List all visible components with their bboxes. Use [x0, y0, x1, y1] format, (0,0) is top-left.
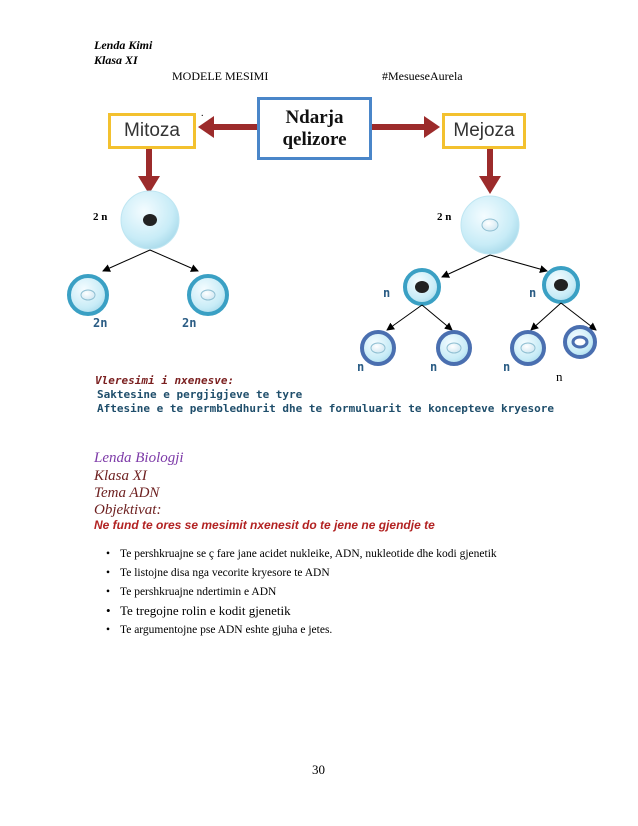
mitosis-child-label: 2n [93, 316, 108, 330]
mitoza-box: Mitoza [108, 113, 196, 149]
center-line-2: qelizore [282, 128, 347, 150]
cell-division-diagram [67, 116, 597, 366]
mitosis-child-label: 2n [182, 316, 197, 330]
mitosis-line-left [102, 249, 151, 272]
meiosis-child-label: n [529, 286, 537, 300]
meiosis-line [530, 302, 562, 331]
objectives-intro: Ne fund te ores se mesimit nxenesit do t… [94, 518, 435, 532]
header-grade: Klasa XI [94, 53, 138, 67]
bio-grade: Klasa XI [94, 468, 147, 484]
list-item: Te tregojne rolin e kodit gjenetik [100, 603, 540, 619]
list-item: Te pershkruajne se ç fare jane acidet nu… [100, 546, 540, 562]
arrow-to-mejoza [372, 116, 440, 138]
list-item: Te pershkruajne ndertimin e ADN [100, 584, 540, 600]
list-item: Te argumentojne pse ADN eshte gjuha e je… [100, 622, 540, 638]
bio-subject: Lenda Biologji [94, 450, 184, 466]
evaluation-item: Aftesine e te permbledhurit dhe te formu… [97, 402, 554, 415]
objectives-title: Objektivat: [94, 502, 162, 518]
meiosis-line-right [489, 254, 548, 273]
meiosis-grandchild-cell [563, 325, 597, 359]
cell-division-box: Ndarja qelizore [257, 97, 372, 160]
list-item: Te listojne disa nga vecorite kryesore t… [100, 565, 540, 581]
mitosis-child-cell [187, 274, 229, 316]
evaluation-title: Vleresimi i nxenesve: [95, 374, 235, 387]
arrow-down-mitoza [138, 148, 160, 194]
meiosis-child-label: n [383, 286, 391, 300]
stray-dot: . [201, 108, 204, 119]
meiosis-grandchild-cell [360, 330, 396, 366]
meiosis-grandchild-label: n [503, 360, 511, 374]
mitosis-parent-cell [120, 190, 180, 250]
meiosis-line-left [441, 254, 491, 278]
center-line-1: Ndarja [285, 106, 344, 128]
meiosis-parent-cell [460, 195, 520, 255]
meiosis-grandchild-label: n [430, 360, 438, 374]
meiosis-child-cell [542, 266, 580, 304]
meiosis-grandchild-label: n [556, 369, 563, 384]
header-subject: Lenda Kimi [94, 38, 153, 52]
mejoza-label: Mejoza [453, 120, 515, 141]
meiosis-line [421, 304, 453, 331]
objectives-list: Te pershkruajne se ç fare jane acidet nu… [100, 546, 540, 641]
mitosis-parent-label: 2 n [93, 211, 108, 223]
header-hashtag: #MesueseAurela [382, 69, 463, 83]
bio-topic: Tema ADN [94, 485, 160, 501]
header-models: MODELE MESIMI [172, 69, 269, 83]
mitosis-line-right [149, 249, 199, 272]
meiosis-child-cell [403, 268, 441, 306]
arrow-to-mitoza [198, 116, 258, 138]
meiosis-parent-label: 2 n [437, 211, 452, 223]
evaluation-item: Saktesine e pergjigjeve te tyre [97, 388, 303, 401]
meiosis-line [386, 304, 423, 331]
meiosis-grandchild-cell [510, 330, 546, 366]
meiosis-grandchild-cell [436, 330, 472, 366]
mitosis-child-cell [67, 274, 109, 316]
meiosis-line [560, 302, 597, 331]
arrow-down-mejoza [479, 148, 501, 194]
meiosis-grandchild-label: n [357, 360, 365, 374]
mitoza-label: Mitoza [124, 120, 180, 141]
page-number: 30 [312, 762, 325, 777]
mejoza-box: Mejoza [442, 113, 526, 149]
